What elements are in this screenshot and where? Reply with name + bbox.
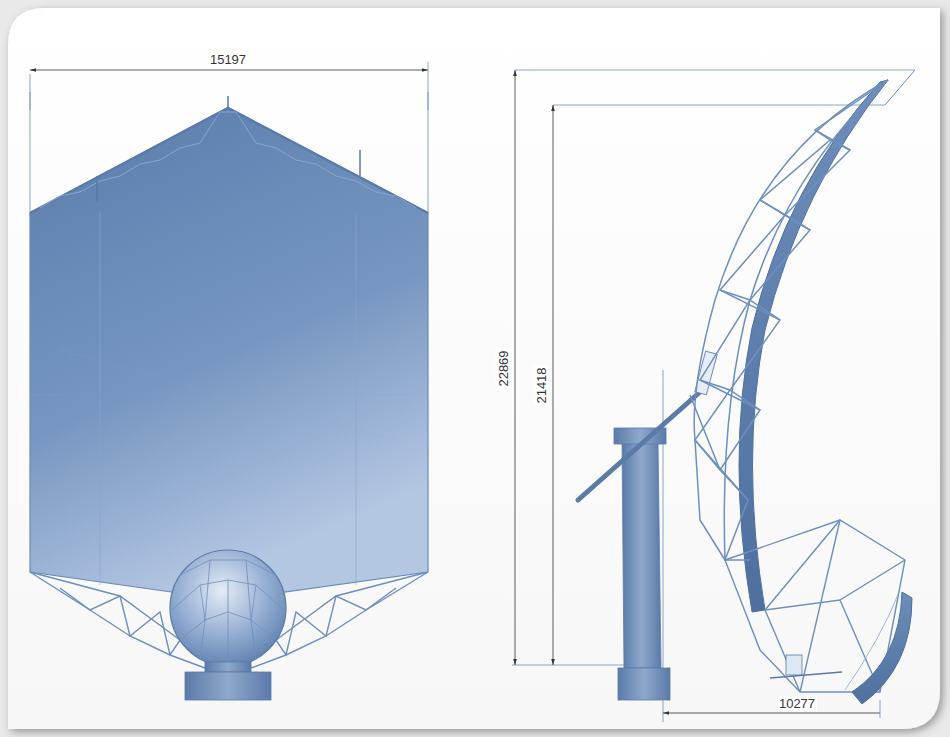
dimension-text: 10277 <box>777 696 817 711</box>
dimension-text: 22869 <box>496 348 511 388</box>
dimension-text: 21418 <box>534 365 549 405</box>
dimension-text: 15197 <box>208 52 248 67</box>
side-view <box>512 70 915 722</box>
dimension-label: 15197 <box>208 52 248 67</box>
frame <box>8 8 940 729</box>
dimension-label: 22869 <box>496 348 511 388</box>
dimension-label: 21418 <box>534 365 549 405</box>
dimension-label: 10277 <box>777 696 817 711</box>
front-view <box>30 62 428 700</box>
